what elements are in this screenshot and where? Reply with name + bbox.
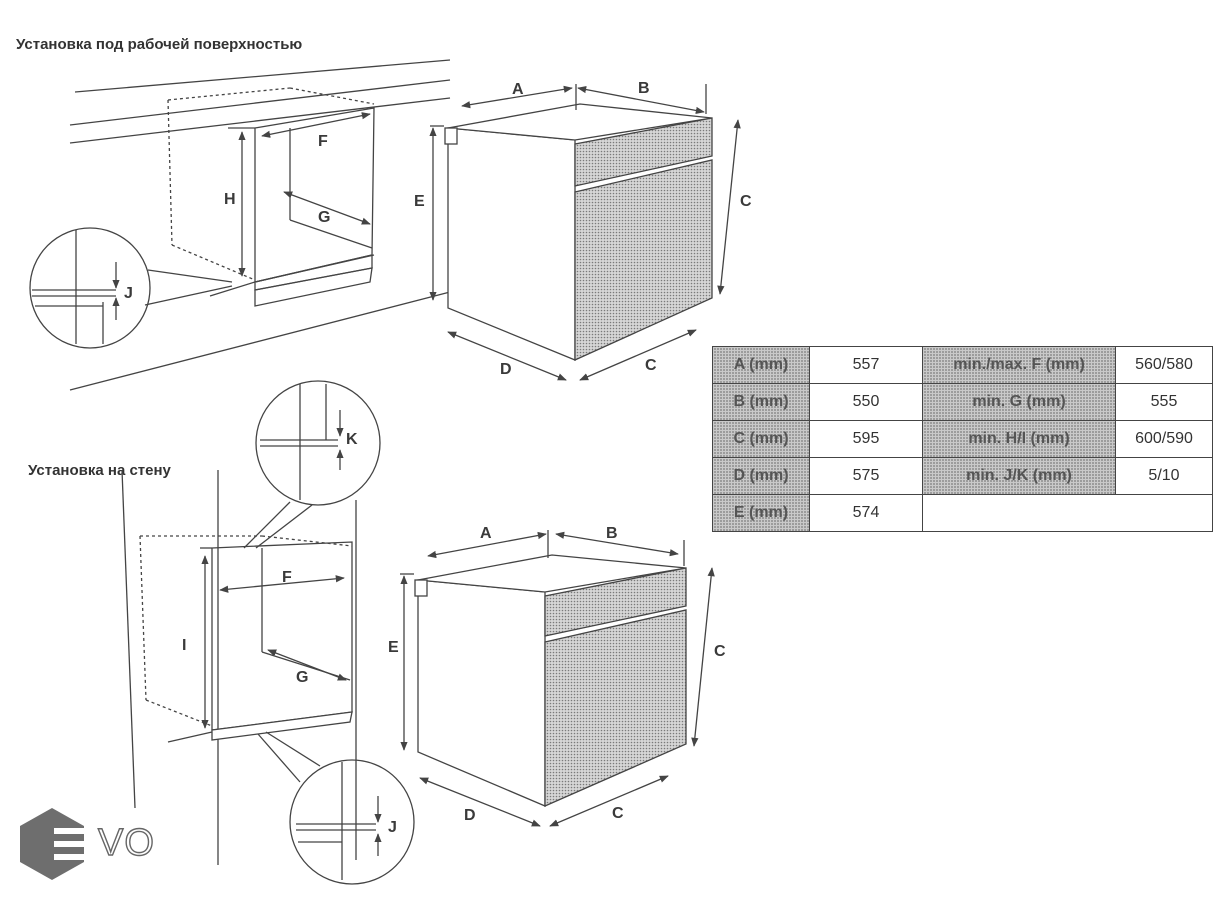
table-cell: 557	[809, 346, 923, 384]
table-cell-empty	[922, 494, 1213, 532]
label-c-bottom-right: C	[714, 643, 726, 660]
label-c-top-right: C	[740, 193, 752, 210]
oven-top	[444, 103, 713, 362]
label-a-top: A	[512, 81, 524, 98]
table-row: E (mm)574	[712, 494, 1213, 532]
table-cell: 600/590	[1115, 420, 1213, 458]
table-cell: 574	[809, 494, 923, 532]
table-cell: E (mm)	[712, 494, 810, 532]
table-cell: 595	[809, 420, 923, 458]
heading-under-counter: Установка под рабочей поверхностью	[16, 36, 303, 53]
cabinet-under-counter	[69, 59, 451, 391]
table-cell: 5/10	[1115, 457, 1213, 495]
cabinet-wall	[121, 469, 357, 865]
table-cell: C (mm)	[712, 420, 810, 458]
oven-bottom	[414, 554, 687, 807]
label-c-bottom-bottom: C	[612, 805, 624, 822]
label-d-bottom: D	[464, 807, 476, 824]
label-k: K	[346, 431, 358, 448]
table-cell: A (mm)	[712, 346, 810, 384]
label-f-top: F	[318, 133, 328, 150]
detail-circle-j-bottom	[257, 731, 415, 885]
label-i: I	[182, 637, 186, 654]
logo-text: VO	[97, 821, 155, 864]
label-g-top: G	[318, 209, 330, 226]
label-d-top: D	[500, 361, 512, 378]
table-cell: min. H/I (mm)	[922, 420, 1116, 458]
table-cell: min./max. F (mm)	[922, 346, 1116, 384]
hexagon-logo-icon	[20, 808, 84, 880]
table-cell: 560/580	[1115, 346, 1213, 384]
label-a-bottom: A	[480, 525, 492, 542]
table-cell: 550	[809, 383, 923, 421]
label-j-top: J	[124, 285, 133, 302]
table-cell: 555	[1115, 383, 1213, 421]
table-cell: B (mm)	[712, 383, 810, 421]
table-cell: 575	[809, 457, 923, 495]
label-b-top: B	[638, 80, 650, 97]
table-cell: min. J/K (mm)	[922, 457, 1116, 495]
label-e-bottom: E	[388, 639, 399, 656]
label-f-bottom: F	[282, 569, 292, 586]
detail-circle-k	[243, 380, 381, 549]
label-j-bottom: J	[388, 819, 397, 836]
detail-circle-j-top	[29, 227, 233, 349]
label-c-top-bottom: C	[645, 357, 657, 374]
table-cell: D (mm)	[712, 457, 810, 495]
label-e-top: E	[414, 193, 425, 210]
label-g-bottom: G	[296, 669, 308, 686]
evo-logo: VO	[20, 808, 170, 880]
label-b-bottom: B	[606, 525, 618, 542]
heading-wall-install: Установка на стену	[28, 462, 171, 479]
table-cell: min. G (mm)	[922, 383, 1116, 421]
label-h: H	[224, 191, 236, 208]
